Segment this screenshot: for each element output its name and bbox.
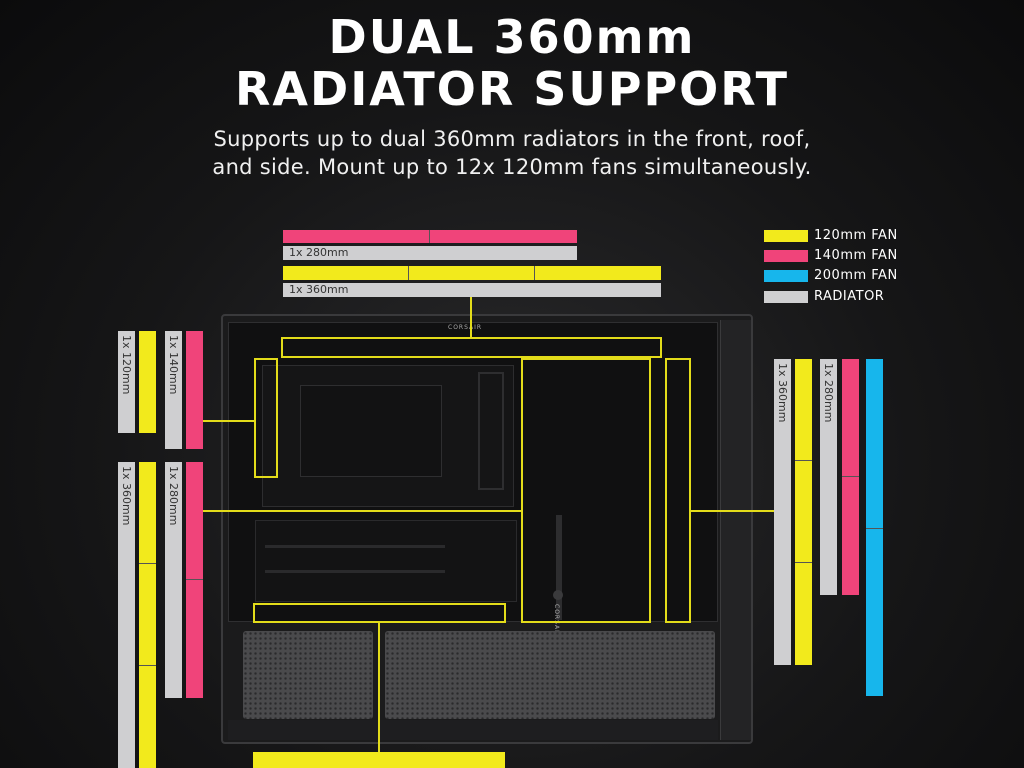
legend-label-140mm-fan: 140mm FAN <box>814 248 898 263</box>
roof-360mm-label: 1x 360mm <box>289 283 349 296</box>
front-mount-highlight <box>521 358 651 623</box>
side-120mm-fan-3 <box>795 563 812 665</box>
legend-swatch-200mm-fan <box>764 270 808 282</box>
side-280mm-radiator: 1x 280mm <box>820 359 837 595</box>
side-120mm-fan-1 <box>795 359 812 461</box>
side-140mm-fan-1 <box>842 359 859 477</box>
case-front-panel <box>720 320 751 740</box>
bottom-120mm-fan <box>253 752 505 768</box>
front-360mm-radiator: 1x 360mm <box>118 462 135 768</box>
rear-connector-line <box>203 420 254 422</box>
front-360mm-label: 1x 360mm <box>120 466 133 526</box>
pcie-slot-bar-2 <box>265 570 445 573</box>
side-360mm-label: 1x 360mm <box>776 363 789 423</box>
front-120mm-fan-1 <box>139 462 156 564</box>
rear-120mm-radiator: 1x 120mm <box>118 331 135 433</box>
legend-label-120mm-fan: 120mm FAN <box>814 228 898 243</box>
roof-mount-highlight <box>281 337 662 358</box>
subtitle-line1: Supports up to dual 360mm radiators in t… <box>213 127 811 151</box>
front-280mm-label: 1x 280mm <box>167 466 180 526</box>
legend-label-200mm-fan: 200mm FAN <box>814 268 898 283</box>
side-280mm-label: 1x 280mm <box>822 363 835 423</box>
gpu-bracket-screw <box>553 590 563 600</box>
rear-140mm-fan <box>186 331 203 449</box>
psu-shroud-mesh-left <box>243 631 373 719</box>
side-connector-line <box>691 510 774 512</box>
case-base <box>228 720 718 740</box>
headline-line2: RADIATOR SUPPORT <box>234 62 789 116</box>
side-mount-highlight <box>665 358 691 623</box>
psu-shroud-mesh-right <box>385 631 715 719</box>
side-200mm-fan-1 <box>866 359 883 528</box>
case-brand-logo: CORSAIR <box>448 324 483 331</box>
cable-grommet <box>478 372 504 490</box>
subtitle-line2: and side. Mount up to 12x 120mm fans sim… <box>212 155 812 179</box>
side-200mm-fan-2 <box>866 528 883 696</box>
front-280mm-radiator: 1x 280mm <box>165 462 182 698</box>
front-120mm-fan-2 <box>139 564 156 666</box>
rear-120mm-label: 1x 120mm <box>120 335 133 395</box>
roof-280mm-radiator: 1x 280mm <box>283 246 577 260</box>
roof-connector-line <box>470 297 472 337</box>
pcie-slot-bar-1 <box>265 545 445 548</box>
rear-mount-highlight <box>254 358 278 478</box>
side-140mm-fan-2 <box>842 477 859 595</box>
legend-swatch-radiator <box>764 291 808 303</box>
front-connector-line <box>203 510 521 512</box>
headline-line1: DUAL 360mm <box>328 10 696 64</box>
front-140mm-fan-2 <box>186 580 203 698</box>
roof-120mm-fan-2 <box>409 266 535 280</box>
roof-280mm-label: 1x 280mm <box>289 246 349 259</box>
bottom-connector-line <box>378 623 380 752</box>
legend-label-radiator: RADIATOR <box>814 289 885 304</box>
rear-140mm-label: 1x 140mm <box>167 335 180 395</box>
rear-120mm-fan <box>139 331 156 433</box>
side-120mm-fan-2 <box>795 461 812 563</box>
roof-140mm-fan-2 <box>430 230 577 243</box>
roof-140mm-fan-1 <box>283 230 430 243</box>
rear-140mm-radiator: 1x 140mm <box>165 331 182 449</box>
roof-120mm-fan-1 <box>283 266 409 280</box>
roof-360mm-radiator: 1x 360mm <box>283 283 661 297</box>
front-120mm-fan-3 <box>139 666 156 768</box>
legend-swatch-120mm-fan <box>764 230 808 242</box>
expansion-area <box>255 520 517 602</box>
motherboard-cutout <box>300 385 442 477</box>
gpu-bracket <box>556 515 562 620</box>
bottom-mount-highlight <box>253 603 506 623</box>
side-360mm-radiator: 1x 360mm <box>774 359 791 665</box>
roof-120mm-fan-3 <box>535 266 661 280</box>
front-140mm-fan-1 <box>186 462 203 580</box>
legend-swatch-140mm-fan <box>764 250 808 262</box>
